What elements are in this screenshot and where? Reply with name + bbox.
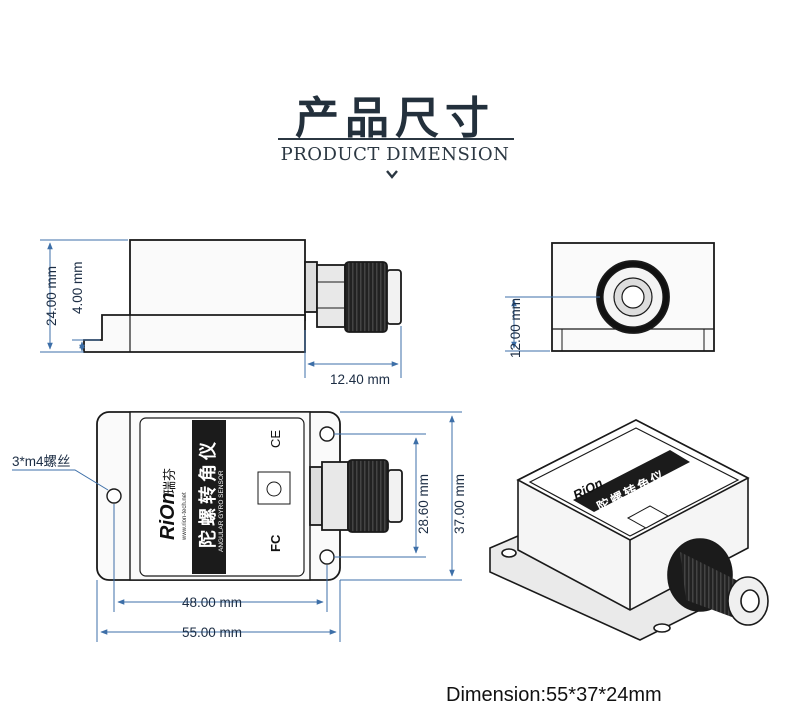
page-title-en: PRODUCT DIMENSION <box>280 144 510 165</box>
side-view-housing <box>129 239 306 321</box>
end-gland-bore <box>621 285 645 309</box>
mount-hole-bottom-right <box>319 549 335 565</box>
product-name-en: ANGULAR GYRO SENSOR <box>218 470 225 552</box>
top-view <box>96 411 403 581</box>
dim-connector-height: 12.00 mm <box>508 298 523 358</box>
dimension-summary: Dimension:55*37*24mm <box>446 684 662 706</box>
page-title-cn: 产品尺寸 <box>295 93 495 144</box>
mount-hole-left <box>106 488 122 504</box>
product-name-cn: 陀螺转角仪 <box>197 438 219 548</box>
brand-cn: 瑞芬 <box>163 468 178 494</box>
mount-hole-top-right <box>319 426 335 442</box>
dim-length-total: 55.00 mm <box>182 625 242 640</box>
dim-hole-pitch: 28.60 mm <box>416 474 431 534</box>
side-gland-hex <box>316 264 346 328</box>
dim-hole-span: 48.00 mm <box>182 595 242 610</box>
dim-base-height: 4.00 mm <box>70 261 85 314</box>
title-divider <box>278 138 514 140</box>
side-view <box>83 239 402 353</box>
side-gland-cap <box>344 261 388 333</box>
brand-logo: RiOn <box>157 492 179 540</box>
brand-url: www.rion-tech.net <box>182 492 188 541</box>
isometric-view <box>489 419 769 641</box>
side-view-base <box>83 314 306 353</box>
side-gland-tip <box>386 269 402 325</box>
label-black-band <box>192 420 226 574</box>
dim-connector-length: 12.40 mm <box>330 372 390 387</box>
ce-mark: CE <box>268 430 283 448</box>
compass-icon <box>266 481 282 497</box>
iso-label-band <box>573 450 690 512</box>
dim-height-total: 24.00 mm <box>44 266 59 326</box>
fc-mark: FC <box>268 534 283 552</box>
mount-hole-note: 3*m4螺丝 <box>12 454 71 469</box>
dim-width-total: 37.00 mm <box>452 474 467 534</box>
chevron-down-icon <box>386 170 398 179</box>
side-gland-nut <box>304 261 318 313</box>
